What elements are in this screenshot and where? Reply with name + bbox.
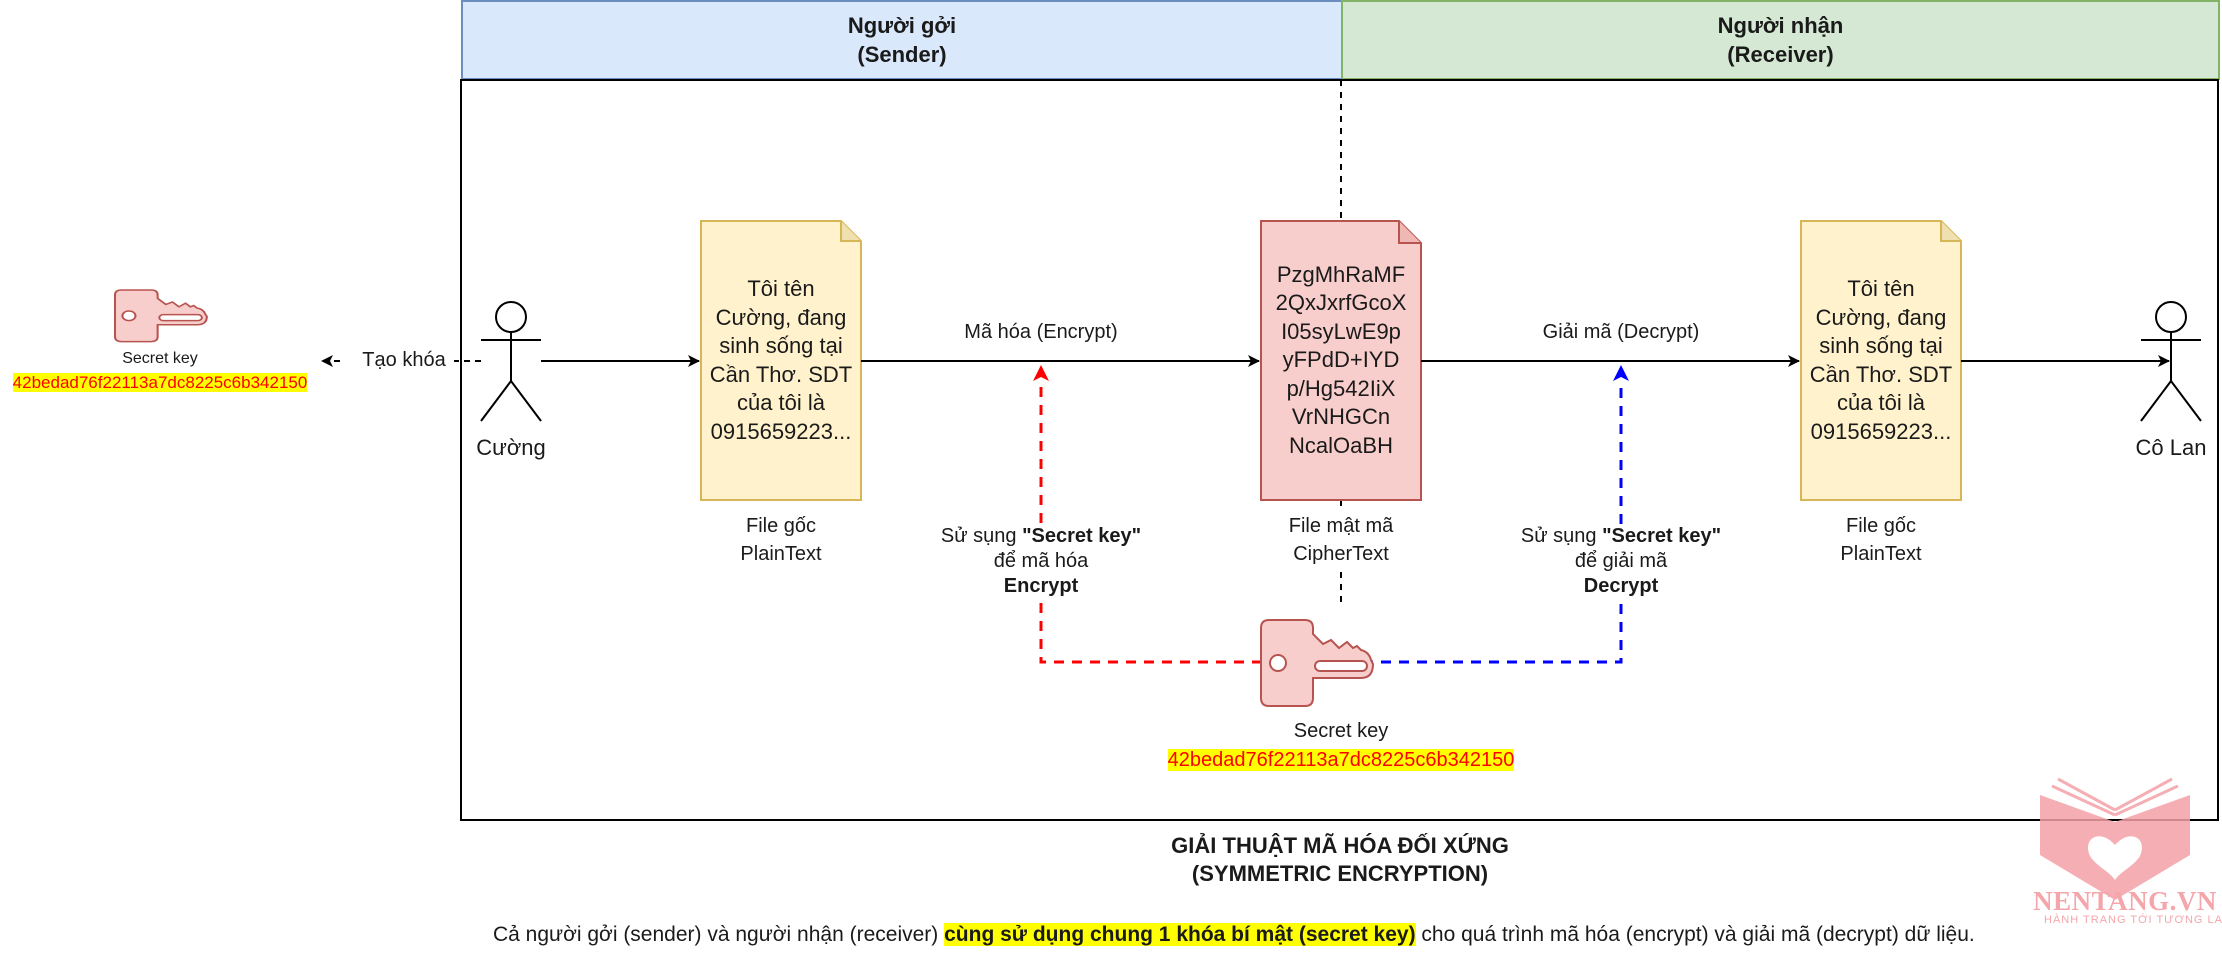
caption-text: Cả người gởi (sender) và người nhận (rec… — [493, 923, 945, 946]
doc-line: của tôi là — [1836, 390, 1926, 415]
doc-line: Tôi tên — [1847, 276, 1915, 301]
plaintext-result-content: Tôi tên Cường, đang sinh sống tại Cần Th… — [1801, 221, 1961, 500]
sender-lane-subtitle: (Sender) — [857, 42, 947, 67]
decrypt-note-line1: Sử sụng "Secret key" — [1520, 524, 1722, 549]
plaintext-result-document — [1800, 220, 1962, 501]
generated-key-icon — [113, 289, 208, 343]
watermark-brand: NENTANG.VN — [2033, 886, 2217, 916]
shared-key-value-text: 42bedad76f22113a7dc8225c6b342150 — [1167, 749, 1515, 771]
caption-line: CipherText — [1293, 540, 1389, 568]
decrypt-key-path — [1345, 365, 1629, 664]
doc-line: 0915659223... — [1810, 418, 1952, 444]
diagram-container — [460, 79, 2219, 821]
encrypt-note-line2: để mã hóa — [993, 549, 1089, 574]
note-key-text: "Secret key" — [1602, 525, 1722, 547]
doc-line: PzgMhRaMF — [1276, 261, 1406, 287]
caption-highlight: cùng sử dụng chung 1 khóa bí mật (secret… — [944, 923, 1416, 946]
ciphertext-caption: File mật mã CipherText — [1241, 512, 1441, 568]
caption-line: File gốc — [1845, 515, 1917, 537]
doc-line: Cường, đang — [715, 304, 847, 330]
encrypt-note-line3: Encrypt — [1003, 574, 1079, 599]
title-line1: GIẢI THUẬT MÃ HÓA ĐỐI XỨNG — [1171, 833, 1509, 858]
decrypt-note-line3: Decrypt — [1583, 574, 1659, 599]
shared-key-label: Secret key — [1293, 720, 1389, 742]
decrypt-note-line2: để giải mã — [1574, 549, 1668, 574]
doc-line: sinh sống tại — [1819, 333, 1943, 358]
caption-line: PlainText — [740, 543, 822, 565]
diagram-title: GIẢI THUẬT MÃ HÓA ĐỐI XỨNG (SYMMETRIC EN… — [1000, 832, 1680, 888]
sender-lane-title: Người gởi — [847, 13, 957, 38]
shared-key-value: 42bedad76f22113a7dc8225c6b342150 — [1091, 746, 1591, 774]
doc-line: Cường, đang — [1815, 304, 1947, 330]
sender-actor-icon — [480, 301, 542, 422]
plaintext-result-caption: File gốc PlainText — [1781, 512, 1981, 568]
doc-line: VrNHGCn — [1291, 404, 1391, 430]
title-line2: (SYMMETRIC ENCRYPTION) — [1191, 861, 1489, 886]
generated-key-value: 42bedad76f22113a7dc8225c6b342150 — [0, 373, 320, 393]
generate-key-arrow-label: Tạo khóa — [354, 346, 454, 374]
receiver-actor-icon — [2140, 301, 2202, 422]
plaintext-source-caption: File gốc PlainText — [681, 512, 881, 568]
receiver-actor-name: Cô Lan — [2135, 435, 2207, 460]
encrypt-label: Mã hóa (Encrypt) — [964, 321, 1118, 343]
doc-line: Tôi tên — [747, 276, 815, 301]
caption-text: cho quá trình mã hóa (encrypt) và giải m… — [1415, 923, 1975, 946]
diagram-caption: Cả người gởi (sender) và người nhận (rec… — [493, 921, 1975, 949]
doc-line: yFPdD+IYD — [1282, 347, 1400, 373]
receiver-lane-title: Người nhận — [1717, 13, 1844, 38]
encrypt-key-path — [1033, 365, 1262, 664]
shared-key-icon — [1260, 619, 1375, 707]
plaintext-source-content: Tôi tên Cường, đang sinh sống tại Cần Th… — [701, 221, 861, 500]
caption-line: PlainText — [1840, 543, 1922, 565]
doc-line: I05syLwE9p — [1281, 318, 1401, 344]
decrypt-note: Sử sụng "Secret key" để giải mã Decrypt — [1471, 524, 1771, 599]
encrypt-note: Sử sụng "Secret key" để mã hóa Encrypt — [891, 524, 1191, 599]
doc-line: sinh sống tại — [719, 333, 843, 358]
doc-line: của tôi là — [736, 390, 826, 415]
ciphertext-document — [1260, 220, 1422, 501]
generated-key-label: Secret key — [122, 350, 198, 367]
caption-line: File mật mã — [1288, 512, 1394, 540]
generated-key-value-text: 42bedad76f22113a7dc8225c6b342150 — [12, 373, 308, 392]
doc-line: Cần Thơ. SDT — [709, 361, 853, 387]
doc-line: NcalOaBH — [1289, 432, 1393, 458]
note-text: Sử sụng — [1520, 525, 1603, 547]
decrypt-label: Giải mã (Decrypt) — [1542, 321, 1700, 343]
encrypt-note-line1: Sử sụng "Secret key" — [940, 524, 1142, 549]
watermark-tagline: HÀNH TRANG TỚI TƯƠNG LAI — [2044, 914, 2222, 926]
doc-line: 0915659223... — [710, 418, 852, 444]
plaintext-source-document — [700, 220, 862, 501]
doc-line: Cần Thơ. SDT — [1809, 361, 1953, 387]
ciphertext-content: PzgMhRaMF 2QxJxrfGcoX I05syLwE9p yFPdD+I… — [1261, 221, 1421, 500]
doc-line: 2QxJxrfGcoX — [1275, 290, 1407, 316]
sender-lane-header: Người gởi (Sender) — [461, 0, 1341, 80]
note-text: Sử sụng — [940, 525, 1023, 547]
book-heart-logo-icon — [2040, 777, 2190, 900]
receiver-lane-subtitle: (Receiver) — [1727, 42, 1834, 67]
doc-line: p/Hg542IiX — [1286, 375, 1396, 401]
caption-line: File gốc — [745, 515, 817, 537]
note-key-text: "Secret key" — [1022, 525, 1142, 547]
sender-actor-name: Cường — [476, 435, 546, 460]
